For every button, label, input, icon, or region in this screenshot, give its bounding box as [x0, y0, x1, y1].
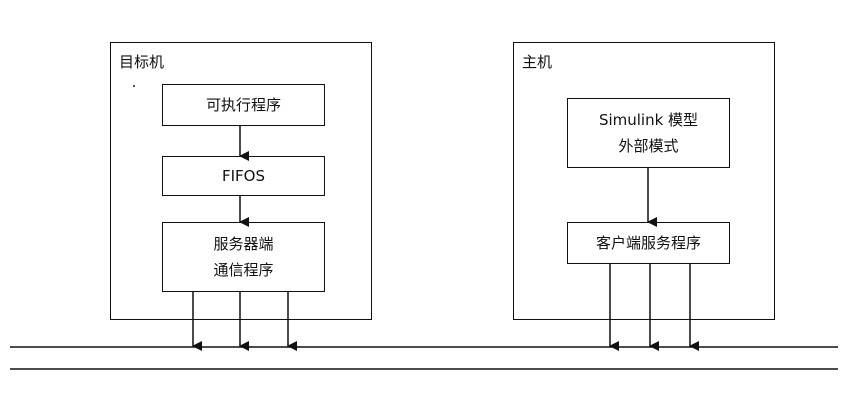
host-machine-container: 主机	[513, 42, 775, 320]
server-communication-box: 服务器端 通信程序	[162, 222, 325, 292]
host-machine-title: 主机	[522, 53, 553, 71]
executable-program-label: 可执行程序	[205, 96, 281, 114]
server-line1-label: 服务器端	[213, 235, 274, 253]
client-service-box: 客户端服务程序	[567, 222, 730, 264]
fifos-label: FIFOS	[221, 167, 265, 185]
target-machine-title: 目标机	[119, 53, 165, 71]
client-service-label: 客户端服务程序	[595, 234, 701, 252]
simulink-line1-label: Simulink 模型	[598, 111, 699, 129]
server-line2-label: 通信程序	[213, 261, 274, 279]
simulink-line2-label: 外部模式	[618, 137, 679, 155]
executable-program-box: 可执行程序	[162, 84, 325, 126]
simulink-model-box: Simulink 模型 外部模式	[567, 98, 730, 168]
stray-dot	[133, 85, 135, 87]
